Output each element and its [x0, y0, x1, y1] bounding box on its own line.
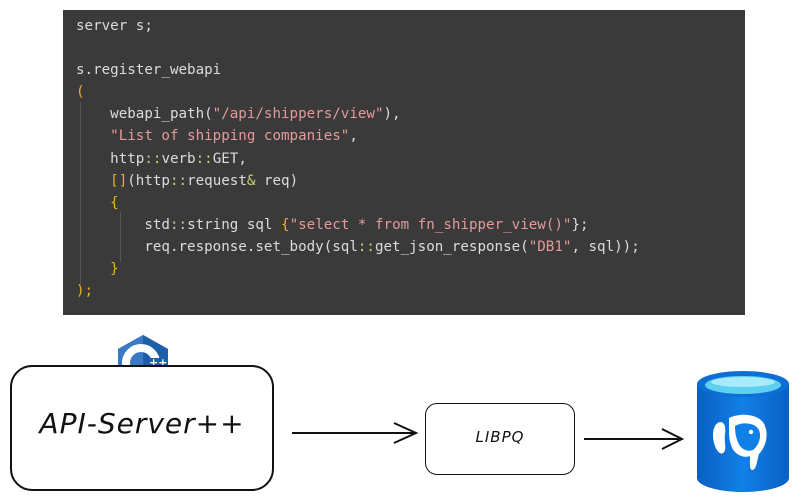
code-token: (	[76, 84, 85, 101]
code-token: ),	[383, 106, 401, 123]
api-server-box: API-Server++	[10, 365, 274, 491]
code-token: ::	[357, 238, 375, 255]
code-token: );	[76, 283, 94, 300]
code-line: server s;	[76, 15, 640, 37]
code-line: req.response.set_body(sql::get_json_resp…	[76, 236, 640, 258]
arrow-server-to-libpq	[292, 422, 419, 444]
code-token: };	[571, 216, 589, 233]
postgresql-database-icon	[697, 371, 789, 492]
code-token: }	[110, 261, 119, 278]
libpq-box: LIBPQ	[425, 403, 575, 475]
code-line: s.register_webapi	[76, 59, 640, 81]
code-token: ::	[144, 150, 162, 167]
code-token: ::	[195, 150, 213, 167]
code-token: "select * from fn_shipper_view()"	[289, 216, 572, 233]
code-token	[76, 128, 110, 144]
code-token: "DB1"	[528, 238, 572, 255]
code-token: ::	[169, 216, 188, 233]
code-token: server s;	[76, 18, 153, 34]
code-line: {	[76, 192, 640, 214]
code-line: http::verb::GET,	[76, 148, 640, 170]
code-line: );	[76, 280, 640, 302]
code-token: {	[110, 194, 119, 211]
code-token: req.response.set_body(sql	[76, 238, 358, 255]
code-token: {	[281, 216, 290, 233]
code-token: , sql));	[571, 238, 640, 255]
code-token: ,	[349, 128, 358, 145]
code-panel: server s; s.register_webapi ( webapi_path…	[63, 10, 745, 315]
code-token	[76, 173, 110, 189]
code-token: (http	[127, 172, 170, 189]
code-block: server s; s.register_webapi ( webapi_path…	[76, 15, 640, 302]
indent-guide	[80, 102, 81, 285]
code-line: }	[76, 258, 640, 280]
code-token: verb	[161, 150, 196, 167]
indent-guide	[120, 212, 121, 262]
code-token	[76, 261, 110, 277]
libpq-label: LIBPQ	[475, 428, 525, 446]
code-line	[76, 37, 640, 59]
code-line: "List of shipping companies",	[76, 125, 640, 147]
code-token: http	[76, 150, 145, 167]
code-line: [](http::request& req)	[76, 170, 640, 192]
api-server-label: API-Server++	[39, 407, 245, 440]
code-line: (	[76, 81, 640, 103]
arrow-libpq-to-db	[584, 428, 685, 450]
code-token	[76, 195, 110, 211]
code-line: std::string sql {"select * from fn_shipp…	[76, 214, 640, 236]
code-line: webapi_path("/api/shippers/view"),	[76, 103, 640, 125]
code-token: string sql	[187, 216, 282, 233]
code-token: request	[187, 172, 247, 189]
code-token: ::	[169, 172, 188, 189]
code-token: GET,	[212, 150, 247, 167]
code-token: []	[110, 172, 128, 189]
code-token: s.register_webapi	[76, 62, 222, 79]
code-token: "List of shipping companies"	[110, 128, 350, 145]
code-token: req)	[255, 172, 299, 189]
code-token: std	[76, 216, 170, 233]
code-token: get_json_response(	[374, 238, 529, 255]
code-token: "/api/shippers/view"	[212, 106, 384, 123]
code-token: &	[246, 172, 256, 189]
code-token: webapi_path(	[76, 106, 213, 123]
